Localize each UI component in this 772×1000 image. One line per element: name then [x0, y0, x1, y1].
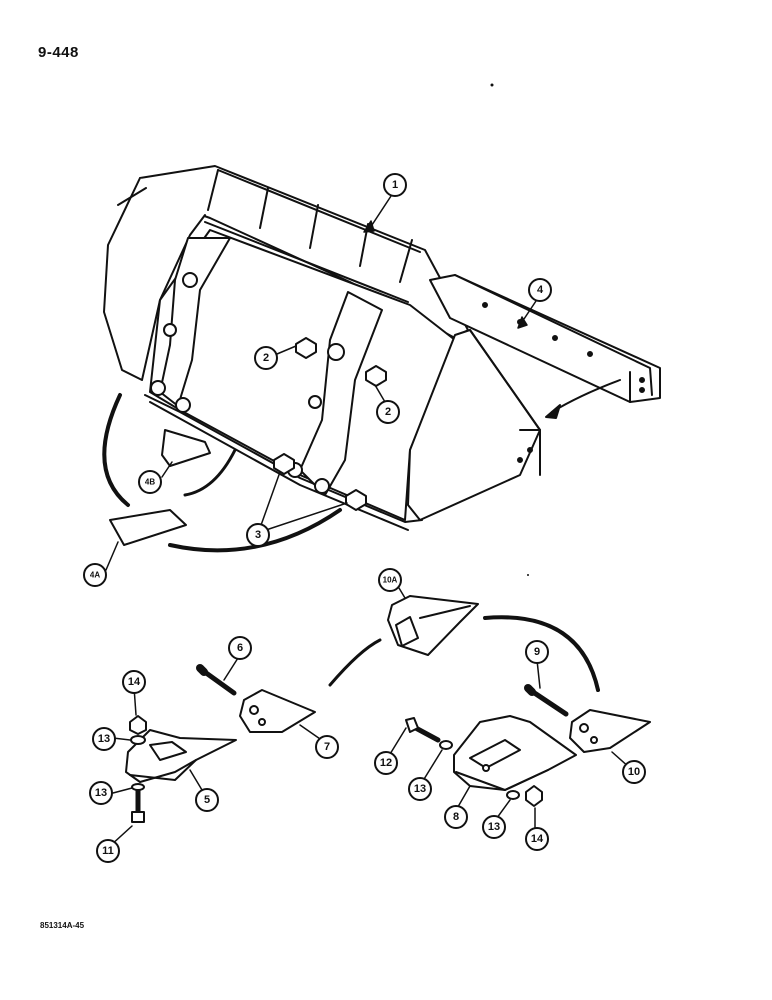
pin-6	[196, 664, 237, 696]
adapter-8	[453, 715, 577, 791]
callout-14b-label: 14	[531, 833, 544, 845]
speck	[527, 574, 529, 576]
callout-14a: 14	[122, 670, 146, 694]
callout-5-label: 5	[204, 794, 210, 806]
nut-14-right	[525, 785, 543, 807]
callout-2a: 2	[254, 346, 278, 370]
callout-13c-label: 13	[414, 783, 426, 795]
washer-13-left-top	[130, 735, 146, 745]
curve-pad-left	[102, 393, 130, 507]
bolt-on-cutting-edge	[429, 274, 661, 403]
wear-pad-4A	[109, 509, 187, 546]
callout-6-label: 6	[237, 642, 243, 654]
callout-4-label: 4	[537, 284, 544, 296]
callout-13a-label: 13	[98, 733, 110, 745]
curve-10A-right	[483, 615, 600, 692]
callout-3-label: 3	[255, 529, 261, 541]
callout-4B-label: 4B	[145, 478, 155, 487]
tooth-10A	[387, 595, 479, 656]
pin-9	[524, 684, 569, 717]
callout-4A: 4A	[83, 563, 107, 587]
figure-code: 851314A-45	[40, 921, 85, 930]
callout-10-label: 10	[628, 766, 640, 778]
callout-13c: 13	[408, 777, 432, 801]
callout-4: 4	[528, 278, 552, 302]
washer-13-right-bottom	[506, 790, 520, 800]
loader-bucket	[103, 165, 541, 531]
wear-pad-4B	[161, 429, 211, 467]
callout-12-label: 12	[380, 757, 392, 769]
callout-13d-label: 13	[488, 821, 500, 833]
callout-11-label: 11	[102, 845, 114, 857]
washer-13-right-top	[439, 740, 453, 750]
callout-13d: 13	[482, 815, 506, 839]
callout-2b-label: 2	[385, 406, 391, 418]
washer-13-left-bottom	[131, 783, 145, 791]
adapter-5	[125, 729, 237, 783]
callout-9-label: 9	[534, 646, 540, 658]
bolt-11	[131, 787, 145, 823]
callout-6: 6	[228, 636, 252, 660]
tooth-10	[569, 709, 651, 753]
callout-7: 7	[315, 735, 339, 759]
callout-1: 1	[383, 173, 407, 197]
callout-5: 5	[195, 788, 219, 812]
callout-2b: 2	[376, 400, 400, 424]
callout-13b-label: 13	[95, 787, 107, 799]
callout-14a-label: 14	[128, 676, 141, 688]
nut-14-left	[129, 715, 147, 735]
arrow-head-edge	[545, 404, 561, 419]
curve-10A-left	[328, 638, 382, 687]
callout-2a-label: 2	[263, 352, 269, 364]
callout-10A: 10A	[378, 568, 402, 592]
speck	[490, 83, 494, 87]
callout-8-label: 8	[453, 811, 459, 823]
callout-1-label: 1	[392, 179, 398, 191]
callout-12: 12	[374, 751, 398, 775]
callout-4A-label: 4A	[90, 571, 100, 580]
arrow-edge-to-bucket	[551, 379, 621, 413]
callout-7-label: 7	[324, 741, 330, 753]
bolt-12	[405, 717, 441, 743]
callout-4B: 4B	[138, 470, 162, 494]
callout-8: 8	[444, 805, 468, 829]
callout-10: 10	[622, 760, 646, 784]
curve-pad-mid	[183, 448, 237, 497]
callout-11: 11	[96, 839, 120, 863]
callout-13a: 13	[92, 727, 116, 751]
callout-13b: 13	[89, 781, 113, 805]
callout-3: 3	[246, 523, 270, 547]
callout-14b: 14	[525, 827, 549, 851]
callout-10A-label: 10A	[383, 576, 398, 585]
callout-9: 9	[525, 640, 549, 664]
tooth-7	[239, 689, 316, 733]
page-number: 9-448	[38, 44, 79, 61]
